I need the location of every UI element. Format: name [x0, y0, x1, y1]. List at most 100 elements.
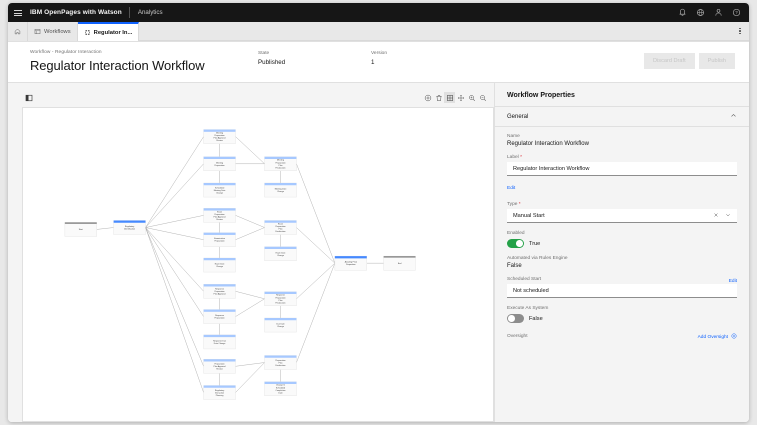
workflow-node-label: Meeting [216, 161, 223, 164]
workflow-node-label: Awaiting Final [345, 261, 358, 264]
label-edit-link[interactable]: Edit [507, 186, 516, 191]
tab-regulator-interaction[interactable]: Regulator In... [77, 22, 140, 41]
workflow-node-label: Change [277, 255, 284, 257]
workflow-node-label: Plan Approval [214, 215, 227, 218]
oversight-label: Oversight [507, 333, 528, 339]
workflow-node-label: Identification [124, 228, 135, 231]
zoom-out-icon[interactable] [477, 92, 488, 103]
enabled-toggle[interactable] [507, 239, 524, 248]
type-select[interactable]: Manual Start [507, 209, 737, 223]
scheduled-label: Scheduled Start [507, 277, 542, 282]
workflow-edge [145, 227, 204, 292]
workflow-node-label: Response [276, 295, 285, 297]
label-text: Label [507, 155, 519, 160]
page-title-bar: Workflow - Regulator Interaction Regulat… [8, 42, 749, 83]
tab-label: Regulator In... [93, 29, 133, 36]
workflow-node-label: Scheduled [276, 387, 285, 389]
analytics-link[interactable]: Analytics [137, 9, 163, 16]
execute-value: False [529, 315, 543, 322]
workflow-edge [296, 163, 336, 264]
tab-home[interactable] [8, 22, 28, 41]
workflow-node-label: Scheduled [215, 187, 224, 189]
field-oversight: Oversight Add Oversight [507, 331, 737, 341]
type-value: Manual Start [513, 212, 545, 219]
delete-icon[interactable] [433, 92, 444, 103]
notification-bell-icon[interactable] [674, 3, 690, 22]
discard-draft-button[interactable]: Discard Draft [644, 53, 695, 69]
user-avatar-icon[interactable] [710, 3, 726, 22]
zoom-in-icon[interactable] [466, 92, 477, 103]
workflow-node-label: Preparation [275, 296, 285, 299]
workflow-edge [235, 298, 265, 317]
publish-button[interactable]: Publish [698, 53, 735, 69]
add-oversight-button[interactable]: Add Oversight [698, 333, 737, 341]
chevron-down-icon[interactable] [725, 212, 731, 220]
workflow-node-label: Regulatory [125, 225, 134, 228]
scheduled-edit-link[interactable]: Edit [728, 279, 737, 284]
pan-move-icon[interactable] [455, 92, 466, 103]
workflow-graph[interactable]: StartRegulatoryIdentificationMeetingPrep… [23, 108, 463, 408]
app-switcher-icon[interactable] [692, 3, 708, 22]
hamburger-menu-icon[interactable] [8, 3, 27, 22]
workflow-node-label: Preparation [215, 213, 225, 216]
add-oversight-label: Add Oversight [697, 334, 728, 340]
workflow-node-label: Change [216, 266, 223, 268]
name-value: Regulator Interaction Workflow [507, 141, 589, 147]
enabled-value: True [529, 240, 541, 247]
workflow-node-label: Change [277, 326, 284, 328]
field-label: Label * Regulator Interaction Workflow E… [507, 155, 737, 194]
add-node-icon[interactable] [422, 92, 433, 103]
accordion-label: General [507, 113, 529, 120]
workflow-node-label: Preparation [215, 317, 225, 320]
workflow-edge [235, 362, 265, 367]
side-panel-toggle-icon[interactable] [22, 92, 35, 103]
scheduled-input[interactable]: Not scheduled [507, 284, 737, 298]
brand-title: IBM OpenPages with Watson [30, 9, 122, 16]
name-label: Name [507, 134, 520, 139]
workflow-node-label: Regulatory [215, 389, 224, 392]
workflow-node-label: Finalization [276, 364, 286, 367]
workflow-edge [296, 263, 336, 363]
workflow-node[interactable]: Start [64, 222, 97, 237]
clear-icon[interactable] [713, 212, 719, 220]
execute-toggle[interactable] [507, 314, 524, 323]
workflow-node-label: Meeting [277, 159, 284, 162]
workflow-node-label: Preparation [275, 359, 285, 362]
sidebar-item-workflows[interactable]: Workflows [28, 22, 78, 41]
help-icon[interactable]: ? [728, 3, 744, 22]
workflow-edge [145, 227, 204, 317]
workflow-node[interactable]: End [383, 255, 416, 271]
workflow-node-label: Date Change [214, 342, 226, 345]
accordion-general[interactable]: General [495, 106, 749, 127]
label-input[interactable]: Regulator Interaction Workflow [507, 162, 737, 176]
fit-to-screen-icon[interactable] [444, 92, 455, 103]
panel-title: Workflow Properties [495, 83, 749, 106]
workflow-node-label: Change In [276, 385, 285, 387]
workflow-node-label: End [398, 263, 401, 265]
kebab-menu-icon[interactable] [731, 22, 749, 41]
workflow-node-label: Due Date [276, 323, 284, 326]
field-scheduled-start: Scheduled Start Edit Not scheduled [507, 277, 737, 298]
